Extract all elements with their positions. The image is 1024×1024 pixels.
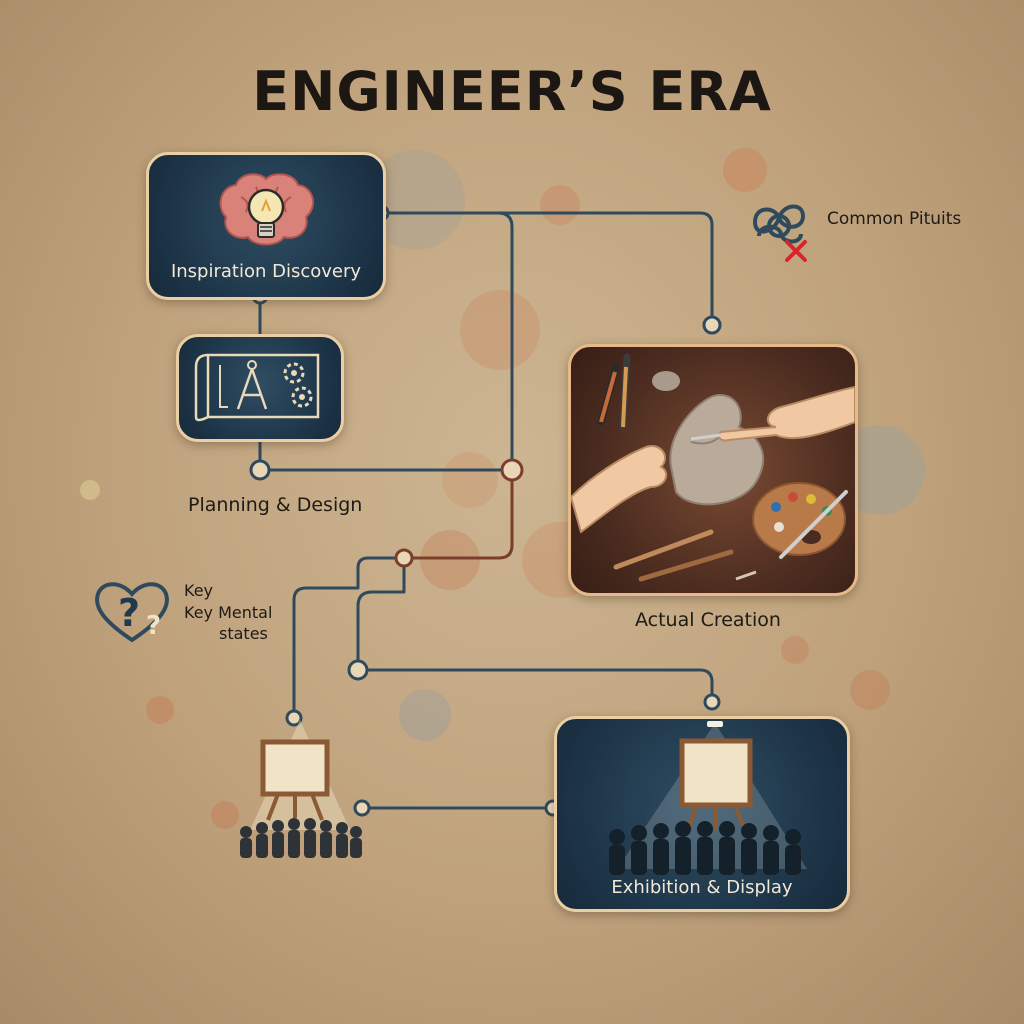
connector-branch-left — [292, 556, 406, 720]
mental-line1: Key — [184, 581, 214, 600]
mental-line2: Key Mental — [184, 603, 273, 622]
connector-branch-to-exhibition — [356, 668, 714, 702]
diagram-title: ENGINEER’S ERA — [252, 60, 772, 123]
exhibition-scene-icon — [609, 721, 807, 875]
planning-label: Planning & Design — [188, 494, 363, 516]
exhibition-card[interactable]: Exhibition & Display — [554, 716, 850, 912]
connector-branch-down — [356, 556, 406, 672]
easel-icon — [679, 738, 753, 832]
svg-text:?: ? — [146, 611, 161, 641]
heart-question-icon: ? ? — [95, 582, 169, 643]
creation-label: Actual Creation — [635, 609, 781, 631]
inspiration-card[interactable]: Inspiration Discovery — [146, 152, 386, 300]
sculpting-hands-icon — [571, 353, 855, 582]
pitfalls-label: Common Pituits — [827, 209, 962, 229]
connector-inspiration-to-hub — [379, 211, 514, 472]
connector-planning-to-hub — [258, 436, 514, 472]
easel-audience-small — [240, 720, 362, 858]
mental-line3: states — [219, 624, 268, 643]
planning-card[interactable] — [176, 334, 344, 442]
easel-icon — [260, 739, 330, 821]
blueprint-compass-icon — [194, 353, 320, 422]
knot-icon — [752, 204, 807, 262]
connector-hub-to-branch — [402, 468, 514, 560]
inspiration-label: Inspiration Discovery — [170, 261, 362, 282]
connector-inspiration-to-creation — [379, 211, 714, 324]
audience-icon — [240, 818, 362, 858]
creation-card[interactable] — [568, 344, 858, 596]
audience-icon — [609, 821, 801, 875]
brain-lightbulb-icon — [219, 173, 314, 246]
exhibition-label: Exhibition & Display — [611, 877, 793, 898]
svg-text:?: ? — [118, 591, 140, 635]
